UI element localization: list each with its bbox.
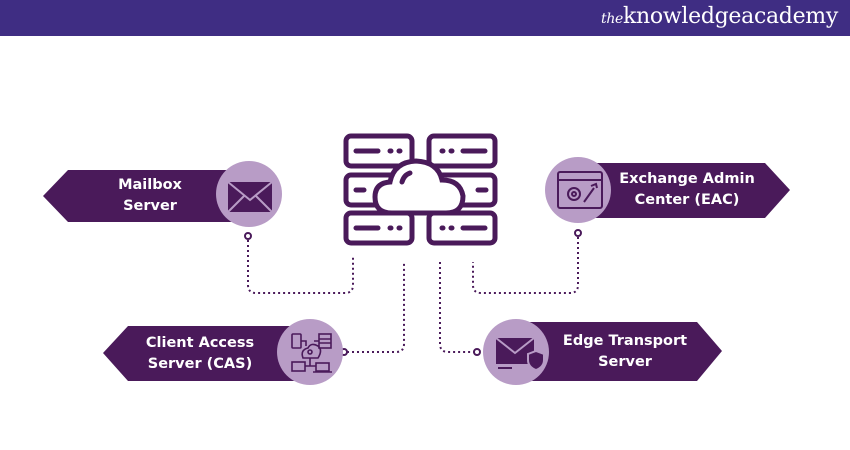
mailbox-server-node[interactable] — [43, 161, 282, 227]
eac-node[interactable] — [545, 157, 790, 223]
cas-node[interactable] — [103, 319, 343, 385]
connectors — [247, 237, 579, 353]
cas-circle — [277, 319, 343, 385]
mailbox-banner — [43, 170, 250, 222]
connector-eac — [472, 237, 579, 294]
logo-the: the — [601, 11, 624, 27]
connector-cas — [347, 262, 405, 353]
edge-transport-node[interactable] — [483, 319, 722, 385]
edge-label: Edge Transport Server — [555, 331, 695, 373]
connector-edge — [439, 262, 474, 353]
cas-banner — [103, 326, 310, 381]
mailbox-label: Mailbox Server — [80, 175, 220, 217]
eac-banner — [565, 163, 790, 218]
cas-label-line2: Server (CAS) — [147, 356, 253, 372]
mailbox-label-line1: Mailbox — [118, 177, 182, 193]
admin-settings-icon — [557, 171, 603, 209]
edge-banner — [510, 322, 722, 381]
network-devices-icon — [291, 333, 332, 373]
cas-label-line1: Client Access — [145, 335, 255, 351]
eac-label: Exchange Admin Center (EAC) — [612, 169, 762, 211]
connector-mailbox — [247, 240, 354, 294]
eac-label-line1: Exchange Admin — [619, 171, 755, 187]
logo-name: knowledgeacademy — [623, 4, 838, 29]
edge-label-line1: Edge Transport — [562, 333, 688, 349]
brand-logo[interactable]: theknowledgeacademy — [601, 4, 838, 29]
edge-label-line2: Server — [598, 354, 652, 370]
cloud-server-icon — [343, 133, 498, 246]
mailbox-label-line2: Server — [123, 198, 177, 214]
cas-label: Client Access Server (CAS) — [130, 333, 270, 375]
eac-label-line2: Center (EAC) — [634, 192, 740, 208]
header-bar: theknowledgeacademy — [0, 0, 850, 36]
shield-mail-icon — [495, 337, 545, 372]
envelope-icon — [227, 181, 273, 213]
